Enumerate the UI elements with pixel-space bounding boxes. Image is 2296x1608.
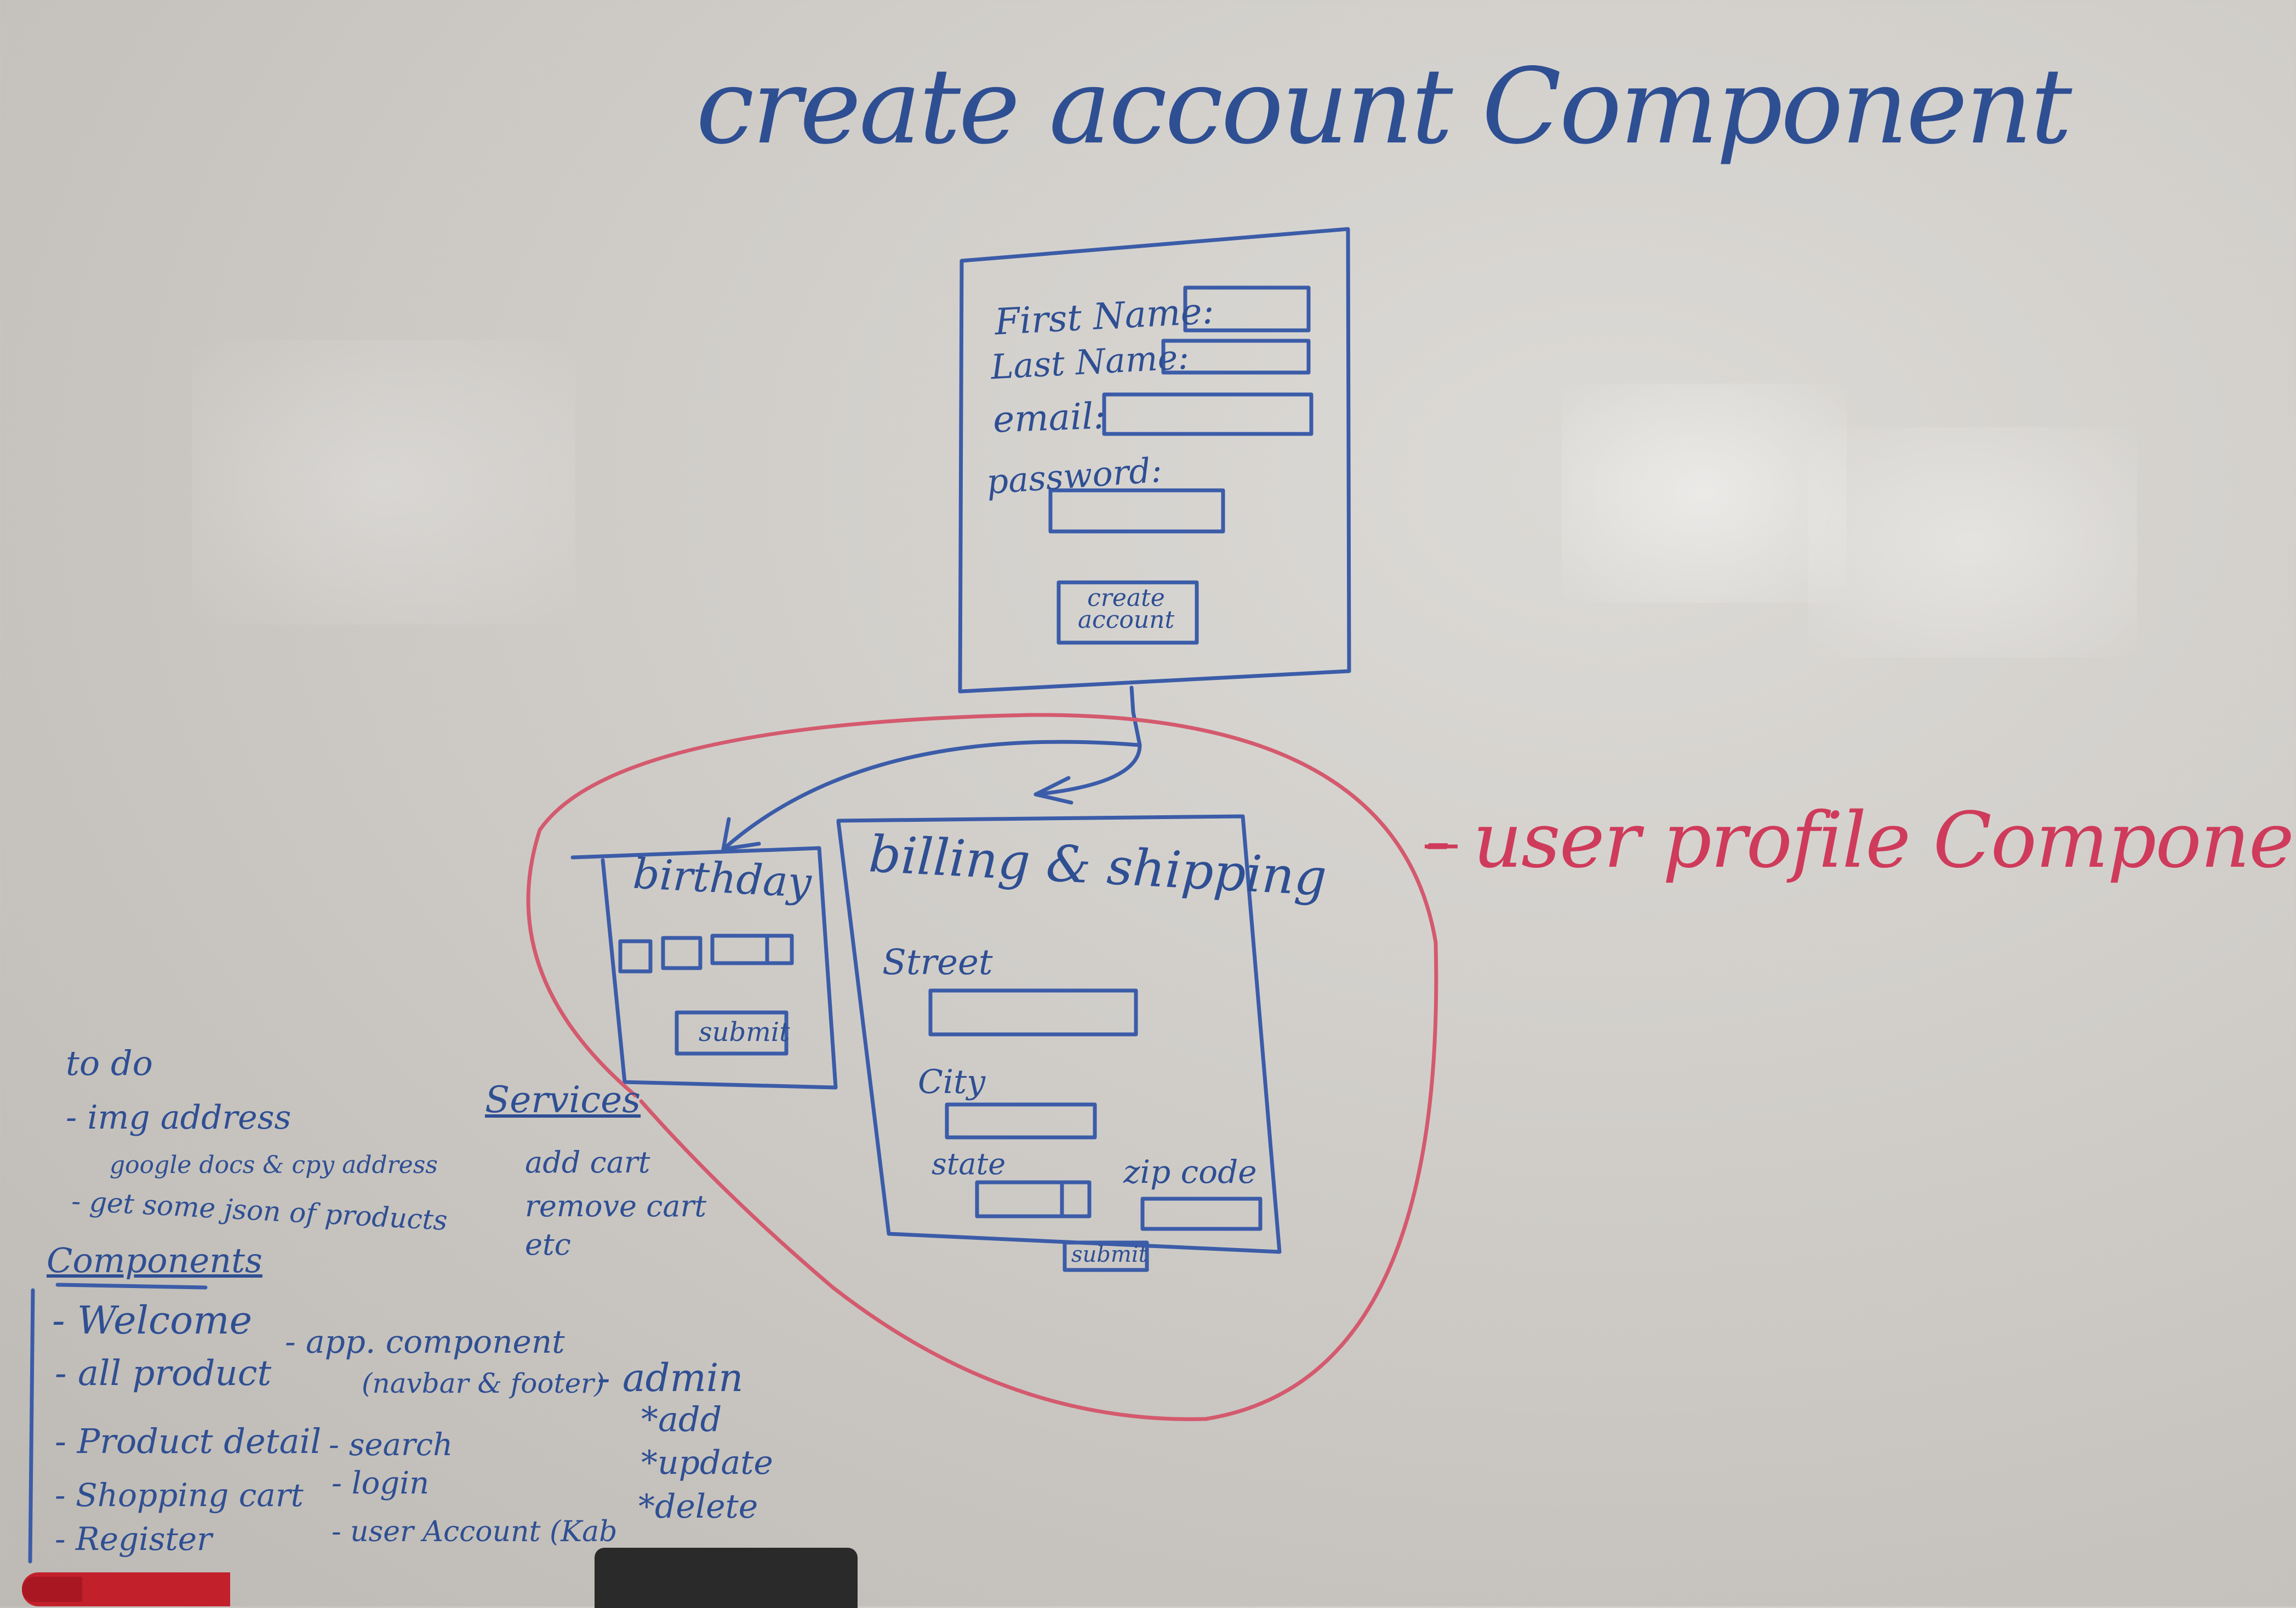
eraser <box>595 1548 858 1608</box>
components-item: - admin <box>597 1355 744 1400</box>
components-item: - app. component <box>285 1323 565 1360</box>
board-title: create account Component <box>696 46 2072 167</box>
year-box <box>710 934 794 965</box>
birthday-submit-box <box>675 1010 789 1056</box>
state-box <box>975 1180 1064 1218</box>
email-box <box>1102 392 1313 436</box>
email-label: email: <box>992 394 1106 441</box>
birthday-submit: submit <box>699 1017 790 1048</box>
user-profile-label: - user profile Component <box>1425 796 2296 885</box>
glare <box>192 340 575 625</box>
city-label: City <box>918 1063 986 1101</box>
services-item: add cart <box>525 1145 650 1180</box>
todo-heading: to do <box>66 1043 153 1083</box>
create-account-button: create account <box>1077 584 1175 634</box>
todo-item: google docs & cpy address <box>110 1151 438 1179</box>
marker-cap <box>22 1577 82 1602</box>
zip-box <box>1140 1197 1263 1231</box>
state-label: state <box>932 1147 1006 1181</box>
components-item: - Register <box>55 1520 212 1558</box>
first-name-label: First Name: <box>993 289 1215 344</box>
components-item: *update <box>641 1444 773 1482</box>
birthday-arrow <box>721 740 1142 851</box>
last-name-box <box>1161 339 1311 375</box>
components-item: *delete <box>638 1487 758 1526</box>
birthday-outline <box>570 846 838 1090</box>
glare <box>1562 384 1847 603</box>
components-bracket <box>28 1288 35 1564</box>
components-item: - search <box>329 1427 453 1463</box>
components-item: *add <box>641 1399 722 1439</box>
billing-outline <box>836 814 1282 1254</box>
billing-submit: submit <box>1071 1242 1147 1267</box>
billing-submit-box <box>1063 1240 1149 1272</box>
street-label: Street <box>882 942 993 983</box>
components-item: - user Account (Kab <box>332 1515 618 1548</box>
components-item: (navbar & footer) <box>362 1367 605 1399</box>
zip-label: zip code <box>1123 1153 1257 1191</box>
components-item: - login <box>332 1466 430 1501</box>
components-item: - Product detail <box>55 1421 322 1461</box>
components-item: - Shopping cart <box>55 1477 304 1514</box>
todo-item: - img address <box>66 1098 292 1137</box>
glare <box>1808 427 2137 657</box>
form-outline <box>958 227 1351 694</box>
components-heading: Components <box>47 1240 262 1280</box>
street-box <box>928 988 1138 1037</box>
city-box <box>945 1102 1097 1140</box>
password-box <box>1048 488 1225 534</box>
month-box <box>661 936 702 970</box>
components-item: - Welcome <box>52 1298 253 1343</box>
user-profile-outline <box>526 713 1438 1421</box>
last-name-label: Last Name: <box>990 336 1190 387</box>
create-button-box <box>1056 580 1199 645</box>
state-dropdown <box>1060 1180 1092 1218</box>
first-name-box <box>1183 285 1311 333</box>
services-item: etc <box>525 1227 571 1262</box>
year-dropdown <box>765 934 794 965</box>
services-item: remove cart <box>525 1189 707 1223</box>
components-item: - all product <box>55 1353 272 1394</box>
birthday-title: birthday <box>631 849 813 907</box>
services-heading: Services <box>485 1079 641 1121</box>
day-box <box>618 939 653 974</box>
